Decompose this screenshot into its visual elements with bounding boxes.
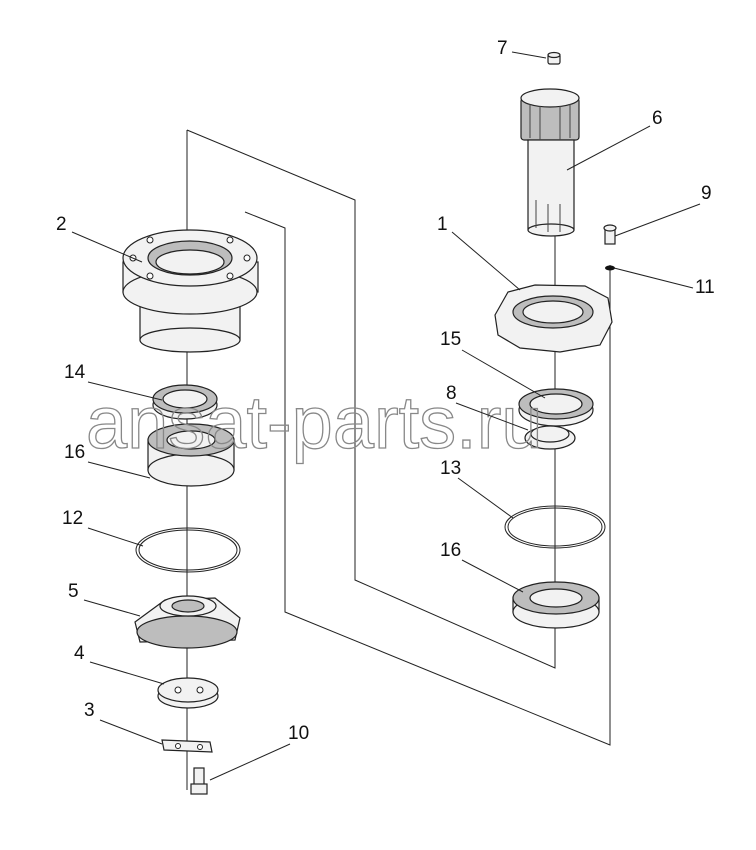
part-6-shaft xyxy=(520,88,580,237)
callout-number-1: 1 xyxy=(437,214,448,235)
part-16-bearing-left xyxy=(147,423,235,487)
callout-number-4: 4 xyxy=(74,643,85,664)
part-14-seal xyxy=(152,384,218,420)
callout-leader-line xyxy=(83,599,141,617)
callout-leader-line xyxy=(614,203,701,237)
part-7-plug xyxy=(547,51,561,65)
callout-number-2: 2 xyxy=(56,214,67,235)
callout-number-7: 7 xyxy=(497,38,508,59)
callout-leader-line xyxy=(566,125,651,171)
part-8-ring xyxy=(524,425,576,450)
callout-number-6: 6 xyxy=(652,108,663,129)
callout-leader-line xyxy=(461,559,524,593)
callout-leader-line xyxy=(89,661,165,685)
part-12-o-ring xyxy=(135,527,241,573)
part-5-bevel-gear xyxy=(134,595,241,649)
watermark: ansat-parts.ru xyxy=(86,381,543,464)
callout-leader-line xyxy=(87,527,144,547)
callout-number-15: 15 xyxy=(440,329,461,350)
callout-leader-line xyxy=(511,51,547,59)
part-13-o-ring xyxy=(504,505,606,549)
part-16-bearing-right xyxy=(512,581,600,629)
callout-number-3: 3 xyxy=(84,700,95,721)
callout-leader-line xyxy=(457,477,514,519)
callout-number-5: 5 xyxy=(68,581,79,602)
callout-number-12: 12 xyxy=(62,508,83,529)
callout-leader-line xyxy=(87,381,163,401)
callout-number-11: 11 xyxy=(695,277,715,298)
part-1-flange xyxy=(494,284,613,353)
callout-number-13: 13 xyxy=(440,458,461,479)
callout-number-8: 8 xyxy=(446,383,457,404)
callout-leader-line xyxy=(455,402,529,431)
part-10-bolt xyxy=(190,767,208,795)
callout-number-16: 16 xyxy=(440,540,461,561)
callout-number-10: 10 xyxy=(288,723,309,744)
callout-number-9: 9 xyxy=(701,183,712,204)
part-2-hub xyxy=(122,229,259,353)
callout-number-14: 14 xyxy=(64,362,86,383)
callout-leader-line xyxy=(461,349,546,399)
callout-leader-line xyxy=(613,267,694,289)
part-4-plate xyxy=(157,677,219,709)
part-15-ring xyxy=(518,388,594,427)
part-9-bolt xyxy=(603,224,617,245)
part-3-lock-plate xyxy=(161,739,213,753)
part-11-washer xyxy=(605,265,615,271)
callout-leader-line xyxy=(99,719,163,745)
callout-leader-line xyxy=(87,461,151,479)
callout-leader-line xyxy=(451,231,521,291)
callout-leader-line xyxy=(209,743,291,781)
callout-leader-line xyxy=(71,231,143,263)
callout-number-16: 16 xyxy=(64,442,85,463)
